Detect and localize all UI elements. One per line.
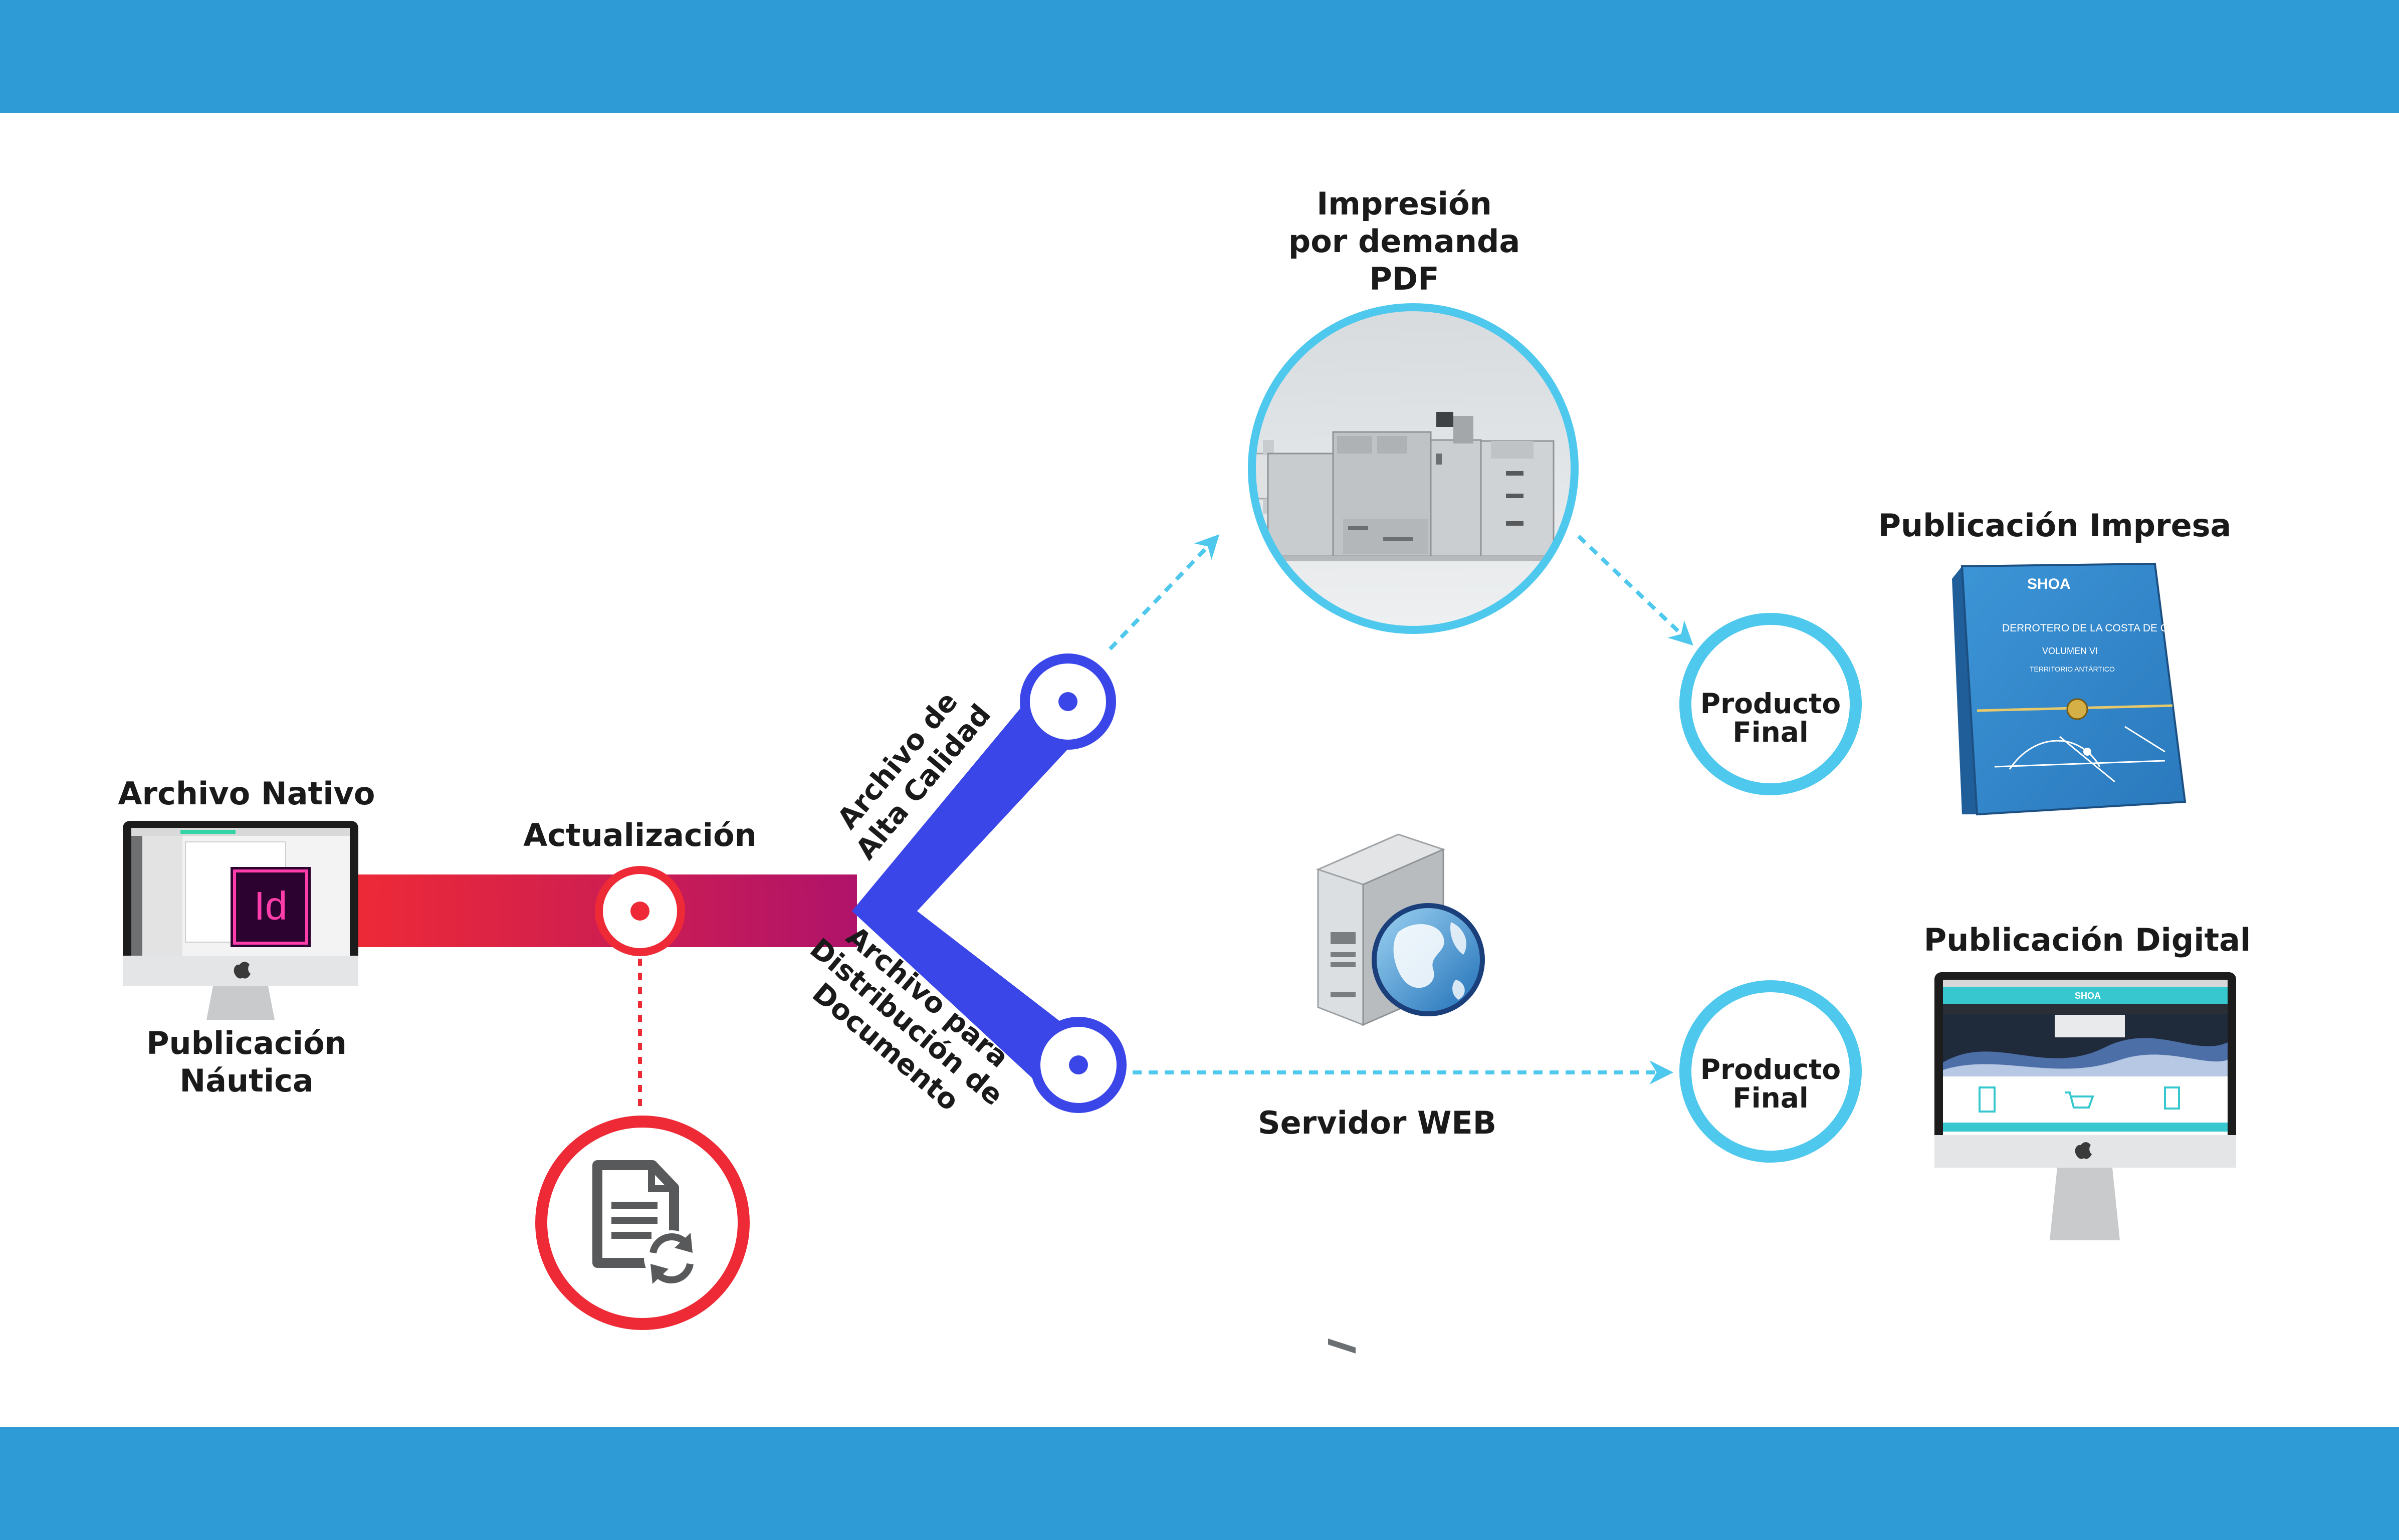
impresion-label-line1: Impresión — [1317, 185, 1492, 222]
web-brand: SHOA — [2075, 991, 2101, 1001]
svg-text:DERROTERO DE LA COSTA DE CHILE: DERROTERO DE LA COSTA DE CHILE — [2002, 622, 2192, 634]
printer-circle — [1248, 303, 1579, 634]
publicacion-label-line2: Náutica — [179, 1062, 313, 1099]
producto-final-bottom-line2: Final — [1732, 1082, 1809, 1114]
producto-final-top-line1: Producto — [1700, 688, 1841, 720]
archivo-nativo-label: Archivo Nativo — [118, 775, 375, 812]
imac-right: SHOA — [1934, 972, 2236, 1240]
update-document-circle — [535, 1116, 750, 1330]
producto-final-top — [1679, 613, 1862, 795]
distribucion-node — [1030, 1017, 1127, 1113]
producto-final-top-line2: Final — [1732, 716, 1809, 748]
alta-calidad-node — [1020, 653, 1116, 750]
svg-text:VOLUMEN VI: VOLUMEN VI — [2042, 646, 2098, 656]
publicacion-impresa-label: Publicación Impresa — [1878, 507, 2232, 544]
publicacion-label-line1: Publicación — [146, 1025, 347, 1061]
document-sync-icon — [592, 1160, 699, 1285]
bottom-banner — [0, 1427, 2399, 1540]
producto-final-bottom — [1679, 980, 1862, 1163]
impresion-label-line2: por demanda — [1288, 223, 1520, 260]
actualizacion-label: Actualización — [523, 817, 757, 853]
svg-text:TERRITORIO ANTÁRTICO: TERRITORIO ANTÁRTICO — [2030, 665, 2115, 673]
printer-icon — [1252, 412, 1564, 561]
top-banner — [0, 0, 2399, 113]
arrow-to-producto-final-top — [1577, 535, 1693, 646]
imac-left: Id — [123, 821, 358, 1020]
globe-icon — [1372, 903, 1485, 1016]
publicacion-digital-label: Publicación Digital — [1924, 922, 2251, 958]
book-cover: SHOA DERROTERO DE LA COSTA DE CHILE VOLU… — [1952, 562, 2192, 816]
svg-text:SHOA: SHOA — [2027, 576, 2071, 592]
impresion-label-line3: PDF — [1369, 261, 1439, 297]
producto-final-bottom-line1: Producto — [1700, 1053, 1841, 1085]
indesign-logo: Id — [254, 884, 288, 928]
actualizacion-node — [595, 866, 685, 956]
blue-branch-lower — [852, 911, 1093, 1088]
arrow-to-printer — [1109, 534, 1220, 650]
blue-branch-upper — [852, 681, 1093, 911]
servidor-web-label: Servidor WEB — [1258, 1105, 1496, 1141]
